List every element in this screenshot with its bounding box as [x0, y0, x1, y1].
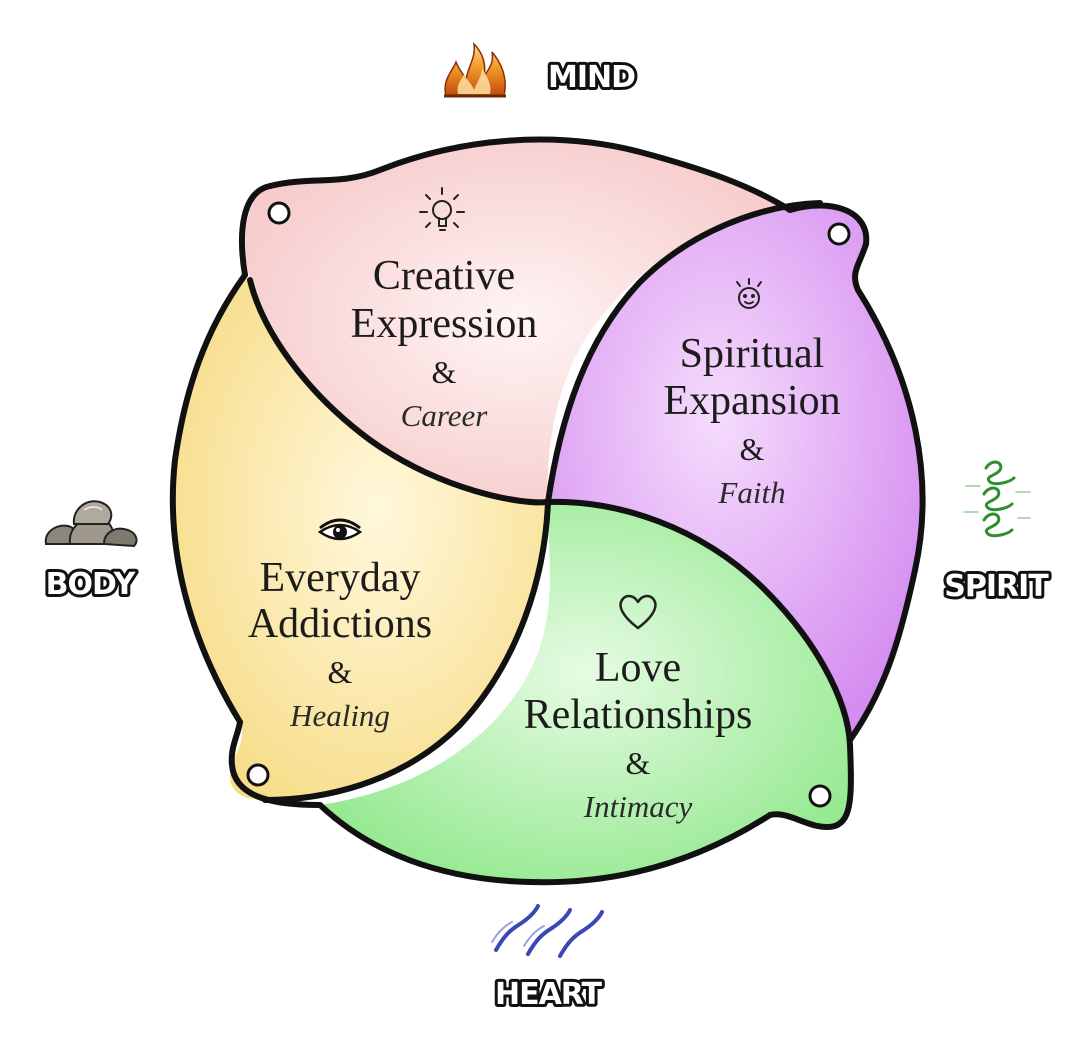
- direction-spirit: SPIRIT: [944, 569, 1049, 604]
- green-swirl-icon: [963, 460, 1031, 538]
- love-relationships-label: Love Relationships & Intimacy: [524, 645, 753, 824]
- direction-body: BODY: [46, 567, 137, 602]
- spiritual-expansion-petal[interactable]: [548, 203, 923, 740]
- love-ampersand: &: [626, 745, 651, 781]
- love-title-line1: Love: [595, 645, 681, 691]
- everyday-addictions-label: Everyday Addictions & Healing: [248, 555, 432, 733]
- creative-subtitle: Career: [401, 398, 489, 433]
- everyday-addictions-petal[interactable]: [172, 275, 548, 800]
- rocks-icon: [44, 500, 138, 548]
- creative-ampersand: &: [432, 354, 457, 390]
- fire-icon: [444, 41, 506, 98]
- tab-hole-creative: [267, 201, 291, 225]
- everyday-title-line1: Everyday: [260, 555, 421, 601]
- spiritual-ampersand: &: [740, 431, 765, 467]
- direction-mind: MIND: [548, 60, 635, 95]
- everyday-subtitle: Healing: [289, 698, 390, 733]
- spiritual-expansion-label: Spiritual Expansion & Faith: [663, 331, 840, 510]
- center-point: [544, 498, 552, 506]
- smiling-face-icon: [736, 278, 762, 309]
- love-subtitle: Intimacy: [583, 789, 693, 824]
- spiritual-subtitle: Faith: [717, 475, 785, 510]
- lightbulb-icon: [419, 187, 465, 231]
- love-title-line2: Relationships: [524, 692, 753, 738]
- creative-title-line2: Expression: [351, 301, 538, 347]
- spiritual-title-line1: Spiritual: [680, 331, 825, 377]
- everyday-title-line2: Addictions: [248, 601, 432, 647]
- spiritual-title-line2: Expansion: [663, 378, 840, 424]
- love-relationships-petal[interactable]: [320, 501, 851, 883]
- tab-hole-spiritual: [827, 222, 851, 246]
- creative-expression-petal[interactable]: [245, 139, 790, 503]
- direction-heart: HEART: [495, 977, 603, 1012]
- creative-expression-label: Creative Expression & Career: [351, 253, 538, 433]
- eye-icon: [317, 518, 363, 541]
- tab-hole-love: [808, 784, 832, 808]
- heart-icon: [619, 594, 657, 630]
- creative-title-line1: Creative: [373, 253, 515, 299]
- tab-hole-everyday: [246, 763, 270, 787]
- everyday-ampersand: &: [328, 654, 353, 690]
- blue-waves-icon: [491, 904, 604, 958]
